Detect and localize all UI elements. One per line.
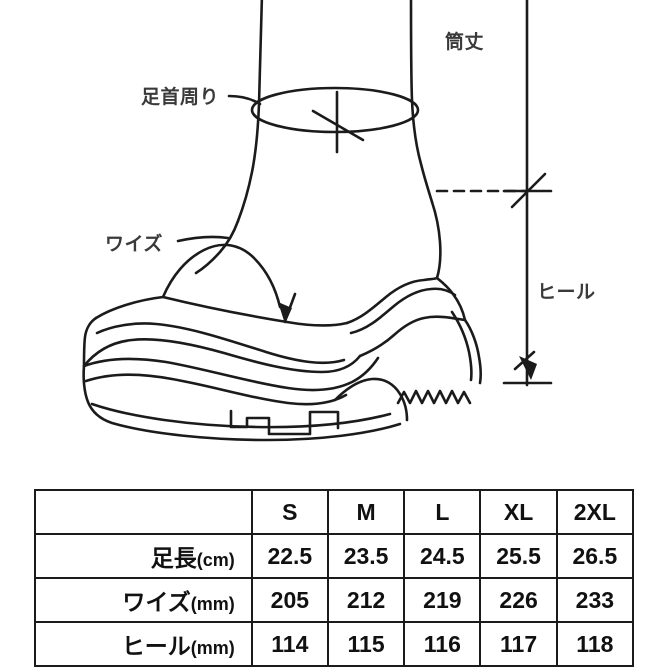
cell-heel-l: 116 [403,621,482,667]
row-label-unit: (mm) [190,594,235,614]
table-corner-cell [34,489,253,535]
size-header-s: S [250,489,329,535]
width-arrow-head [278,302,292,324]
midsole-second-wave [84,373,348,406]
heel-arch-void [333,377,409,422]
cell-foot-length-xl: 25.5 [479,533,558,579]
row-label-text: ヒール [121,633,191,659]
row-label-heel: ヒール(mm) [34,621,253,667]
table-row: ヒール(mm) 114 115 116 117 118 [34,621,635,667]
mudguard-overlay [95,322,346,365]
midsole-top-wave [82,356,380,392]
cell-heel-s: 114 [250,621,329,667]
label-shaft-height: 筒丈 [445,32,485,53]
table-header-row: S M L XL 2XL [34,489,635,535]
size-table: S M L XL 2XL 足長(cm) 22.5 23.5 24.5 25.5 … [34,489,635,667]
ankle-front-contour [194,219,240,275]
row-label-text: ワイズ [122,589,191,615]
row-label-width: ワイズ(mm) [34,577,253,623]
mid-tick-diagonal [510,172,547,209]
outsole-tread-cutouts [229,409,340,436]
row-label-unit: (cm) [196,550,235,570]
size-table-body: S M L XL 2XL 足長(cm) 22.5 23.5 24.5 25.5 … [34,489,635,667]
toe-top-edge [94,295,165,320]
cell-width-2xl: 233 [555,577,635,623]
vamp-lower-edge [82,338,362,374]
shoe-line-drawing [82,0,553,442]
heel-collar-back [430,200,442,280]
heel-inner-step [450,310,473,382]
shoe-measurement-diagram: 足首周り 筒丈 ワイズ ヒール [82,0,596,442]
outsole-bottom-edge [82,364,402,442]
toe-front-curve [82,316,98,368]
width-girth-loop [161,243,282,309]
size-header-xl: XL [479,489,558,535]
cell-width-xl: 226 [479,577,558,623]
row-label-text: 足長 [150,545,197,571]
vamp-top-line [161,295,349,327]
heel-block-outer [463,318,482,385]
ankle-circumference-ellipse [250,86,420,134]
outsole-secondary-line [90,402,392,429]
size-header-l: L [403,489,482,535]
cell-foot-length-2xl: 26.5 [555,533,635,579]
heel-sawtooth-tread [396,389,472,405]
leg-right-contour [409,0,434,204]
cell-foot-length-s: 22.5 [250,533,329,579]
bottom-arrow-head [519,356,537,380]
instep-upper-outline [345,276,439,325]
ankle-label-leader [227,94,262,106]
cell-width-m: 212 [326,577,406,623]
table-row: 足長(cm) 22.5 23.5 24.5 25.5 26.5 [34,533,635,579]
cell-foot-length-l: 24.5 [403,533,482,579]
ankle-marker-diagonal [311,109,365,142]
label-width: ワイズ [105,234,163,255]
cell-width-l: 219 [403,577,482,623]
instep-overlay-line [349,287,457,335]
width-label-leader [176,235,230,243]
row-label-unit: (mm) [190,638,235,658]
cell-heel-xl: 117 [479,621,558,667]
cell-heel-m: 115 [326,621,406,667]
heel-counter-outer [435,276,467,322]
heel-side-panel [358,315,467,358]
cell-width-s: 205 [250,577,329,623]
size-header-2xl: 2XL [555,489,635,535]
size-table-container: S M L XL 2XL 足長(cm) 22.5 23.5 24.5 25.5 … [34,489,635,667]
cell-heel-2xl: 118 [555,621,635,667]
label-heel: ヒール [537,282,596,303]
size-header-m: M [326,489,406,535]
row-label-foot-length: 足長(cm) [34,533,253,579]
cell-foot-length-m: 23.5 [326,533,406,579]
leg-left-contour [236,0,264,223]
label-ankle-circumference: 足首周り [141,87,220,108]
table-row: ワイズ(mm) 205 212 219 226 233 [34,577,635,623]
